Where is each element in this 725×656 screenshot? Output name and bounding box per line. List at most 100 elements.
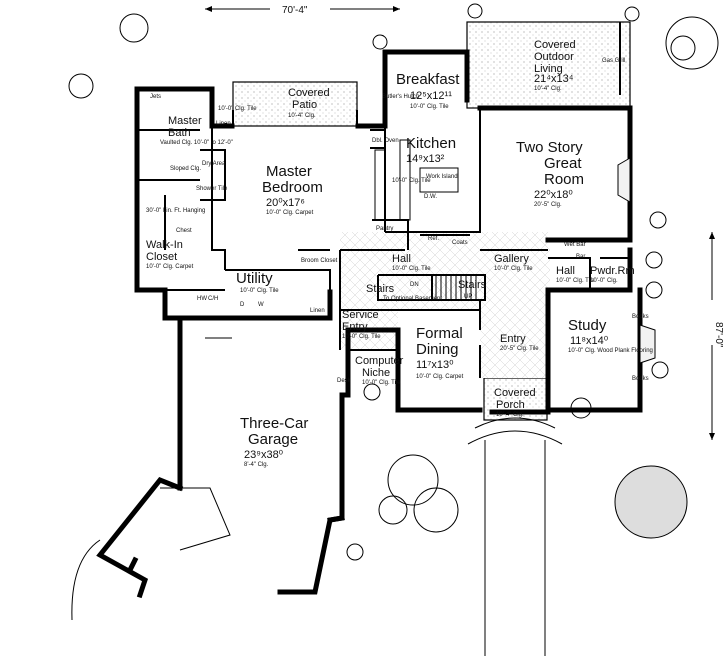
jets-label: Jets <box>150 94 161 100</box>
room-note: 10'-0" Clg. Tile <box>342 334 381 340</box>
room-name: Formal <box>416 325 463 342</box>
room-note: 10'-0" Clg. Tile <box>392 178 431 184</box>
room-size: 12⁵x12¹¹ <box>410 90 452 102</box>
room-size: 22⁰x18⁰ <box>534 189 573 201</box>
room-name: Garage <box>248 431 298 448</box>
room-name: Three-Car <box>240 415 308 432</box>
central-heat-label: C/H <box>208 296 218 302</box>
shrub-icon <box>645 281 663 299</box>
room-name: Room <box>544 171 584 188</box>
broom-closet-label: Broom Closet <box>301 258 338 264</box>
coats-label: Coats <box>452 240 468 246</box>
room-covered-outdoor-living: Covered Outdoor Living 21⁴x13⁴ 10'-4" Cl… <box>534 39 576 92</box>
room-note: 10'-4" Clg. <box>496 412 524 418</box>
room-name: Covered <box>288 87 330 99</box>
shower-label: Shower Tile <box>196 186 228 192</box>
room-name: Entry <box>500 333 526 345</box>
room-master-bedroom: Master Bedroom 20⁰x17⁶ 10'-0" Clg. Carpe… <box>262 163 323 216</box>
front-walkway <box>71 417 563 656</box>
stair-treads <box>435 275 477 300</box>
depth-dimension: 87'-0" <box>709 232 724 440</box>
room-two-story-great-room: Two Story Great Room 22⁰x18⁰ 20'-5" Clg. <box>516 139 584 208</box>
linen-label: Linen <box>216 121 231 127</box>
dbl-oven-cabinet <box>374 149 386 221</box>
work-island <box>419 167 459 193</box>
sloped-clg-label: Sloped Clg. <box>170 166 201 172</box>
room-note: 10'-0" Clg. Tile <box>494 266 533 272</box>
room-name: Hall <box>556 265 575 277</box>
room-note: 10'-0" Clg. Tile <box>240 288 279 294</box>
room-breakfast: Breakfast 12⁵x12¹¹ 10'-0" Clg. Tile <box>396 71 460 110</box>
room-name: Hall <box>392 253 411 265</box>
small-labels: Pantry Coats Broom Closet Linen Linen St… <box>146 58 649 384</box>
shrub-icon <box>346 543 364 561</box>
width-dimension: 70'-4" <box>205 5 400 16</box>
room-note: 10'-0" Clg. Tile <box>362 380 401 386</box>
tree-icon <box>413 487 459 533</box>
room-name: Pwdr.Rm <box>590 265 635 277</box>
room-note: Vaulted Clg. 10'-0" to 12'-0" <box>160 140 233 146</box>
room-name: Bath <box>168 127 191 139</box>
stairs-dn-label: DN <box>410 282 419 288</box>
shrub-icon <box>651 361 669 379</box>
pantry-label: Pantry <box>376 226 393 232</box>
shrub-icon <box>649 211 667 229</box>
room-entry: Entry 20'-5" Clg. Tile <box>500 333 539 352</box>
room-name: Gallery <box>494 253 529 265</box>
desk-label: Desk <box>337 378 352 384</box>
room-covered-porch: Covered Porch 10'-4" Clg. <box>494 387 536 418</box>
stairs-up-arrow-label: UP <box>464 294 472 300</box>
garage-bay-outline <box>160 487 231 551</box>
room-formal-dining: Formal Dining 11⁷x13⁰ 10'-0" Clg. Carpet <box>416 325 464 380</box>
stairs-down-label: Stairs <box>366 283 395 295</box>
room-note: 10'-0" Clg. Wood Plank Flooring <box>568 348 653 354</box>
kitchen-counter <box>399 139 411 221</box>
bar-label: Bar <box>576 254 585 260</box>
room-name: Breakfast <box>396 71 460 88</box>
great-room-fireplace <box>617 157 631 203</box>
tree-icon <box>665 16 719 70</box>
covered-patio-floor <box>232 81 358 127</box>
room-note: 10'-0" Clg. Tile <box>410 104 449 110</box>
room-name: Bedroom <box>262 179 323 196</box>
room-computer-niche: Computer Niche 10'-0" Clg. Tile <box>355 355 404 386</box>
tree-icon <box>68 73 94 99</box>
outdoor-living-floor <box>466 21 631 109</box>
interior-walls <box>137 108 630 378</box>
shrub-icon <box>372 34 388 50</box>
room-name: Outdoor <box>534 51 574 63</box>
shrub-icon <box>363 383 381 401</box>
room-gallery: Gallery 10'-0" Clg. Tile <box>494 253 533 272</box>
room-note: 8'-4" Clg. <box>244 462 269 468</box>
study-fireplace <box>639 324 656 364</box>
room-hall-1: Hall 10'-0" Clg. Tile <box>392 253 431 272</box>
room-size: 14⁹x13² <box>406 153 445 165</box>
room-utility: Utility 10'-0" Clg. Tile <box>236 270 279 294</box>
tree-icon <box>119 13 149 43</box>
room-service-entry: Service Entry 10'-0" Clg. Tile <box>342 309 381 340</box>
shrub-icon <box>467 3 483 19</box>
room-name: Covered <box>534 39 576 51</box>
room-note: 10'-0" Clg. Carpet <box>146 264 194 270</box>
room-name: Closet <box>146 251 177 263</box>
room-name: Living <box>534 63 563 75</box>
room-covered-patio: Covered Patio 10'-4" Clg. <box>288 87 330 119</box>
room-note: 10'-4" Clg. <box>288 113 316 119</box>
room-name: Covered <box>494 387 536 399</box>
shrub-icon <box>624 6 640 22</box>
books-label: Books <box>632 314 649 320</box>
tree-icon <box>387 454 439 506</box>
room-three-car-garage: Three-Car Garage 23⁹x38⁰ 8'-4" Clg. <box>240 415 308 468</box>
books-label: Books <box>632 376 649 382</box>
butlers-hutch-label: Butler's Hutch <box>382 94 419 100</box>
room-kitchen: Kitchen 14⁹x13² 10'-0" Clg. Tile <box>392 135 456 184</box>
room-study: Study 11⁸x14⁰ 10'-0" Clg. Wood Plank Flo… <box>568 317 653 354</box>
entry-tile-floor <box>480 300 548 378</box>
room-name: Two Story <box>516 139 583 156</box>
shrub-icon <box>570 397 592 419</box>
room-name: Kitchen <box>406 135 456 152</box>
room-note: 10'-0" Clg. Tile <box>392 266 431 272</box>
room-name: Master <box>266 163 312 180</box>
room-name: Service <box>342 309 379 321</box>
